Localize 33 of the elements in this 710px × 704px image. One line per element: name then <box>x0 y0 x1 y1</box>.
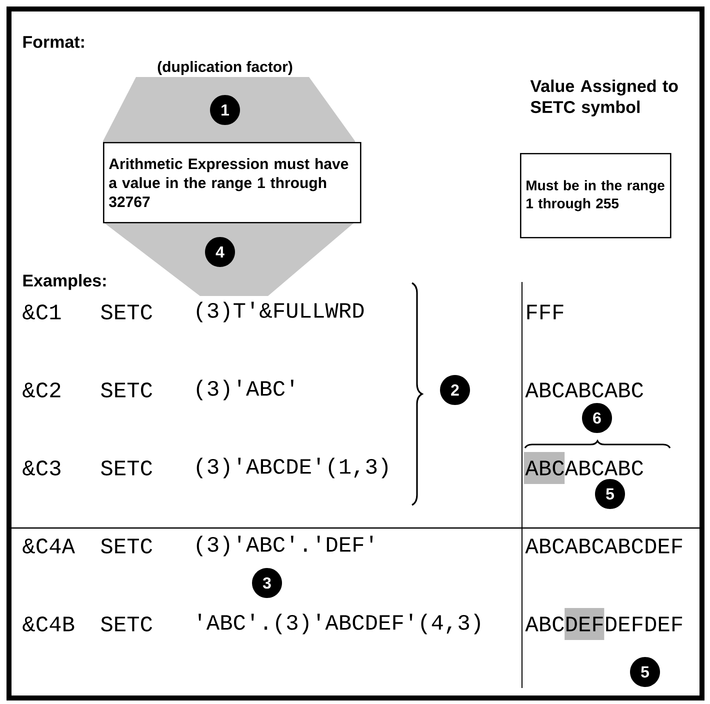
code-text: &C3 <box>22 460 60 476</box>
code-text: (3)'ABCDE'(1,3) <box>196 458 388 478</box>
callout-number: 5 <box>595 479 625 509</box>
code-text: 'ABC'.(3)'ABCDEF'(4,3) <box>198 614 480 634</box>
code-text: SETC <box>101 616 152 632</box>
code-text: ABCABCABC <box>525 382 644 398</box>
code-text: (3)'ABC' <box>196 380 294 400</box>
code-text: SETC <box>101 304 152 320</box>
code-text: ABCDEFDEFDEF <box>525 616 682 632</box>
callout-number: 4 <box>205 237 235 267</box>
code-text: SETC <box>101 460 152 476</box>
code-text: SETC <box>101 538 152 554</box>
callout-number: 3 <box>252 568 282 598</box>
code-text: &C2 <box>22 382 60 398</box>
code-text: &C4A <box>22 538 75 554</box>
code-text: &C1 <box>22 304 61 320</box>
heading: Format: <box>23 36 84 48</box>
code-text: ABCABCABCDEF <box>525 538 682 554</box>
code-text: (3)T'&FULLWRD <box>196 302 364 322</box>
annotation: (duplication factor) <box>158 61 292 75</box>
code-text: SETC <box>101 382 152 398</box>
callout-number: 2 <box>440 375 470 405</box>
code-text: &C4B <box>22 616 74 632</box>
code-text: (3)'ABC'.'DEF' <box>196 536 373 556</box>
code-text: ABCABCABC <box>525 460 644 476</box>
callout-number: 1 <box>210 95 240 125</box>
callout-number: 6 <box>582 403 612 433</box>
heading: Examples: <box>23 274 106 290</box>
note-box: Arithmetic Expression must have a value in the range 1 through 32767 <box>103 142 362 224</box>
note-box: Must be in the range 1 through 255 <box>520 153 672 238</box>
callout-number: 5 <box>630 657 660 687</box>
code-text: FFF <box>527 304 564 320</box>
column-heading: Value Assigned to SETC symbol <box>530 80 678 116</box>
